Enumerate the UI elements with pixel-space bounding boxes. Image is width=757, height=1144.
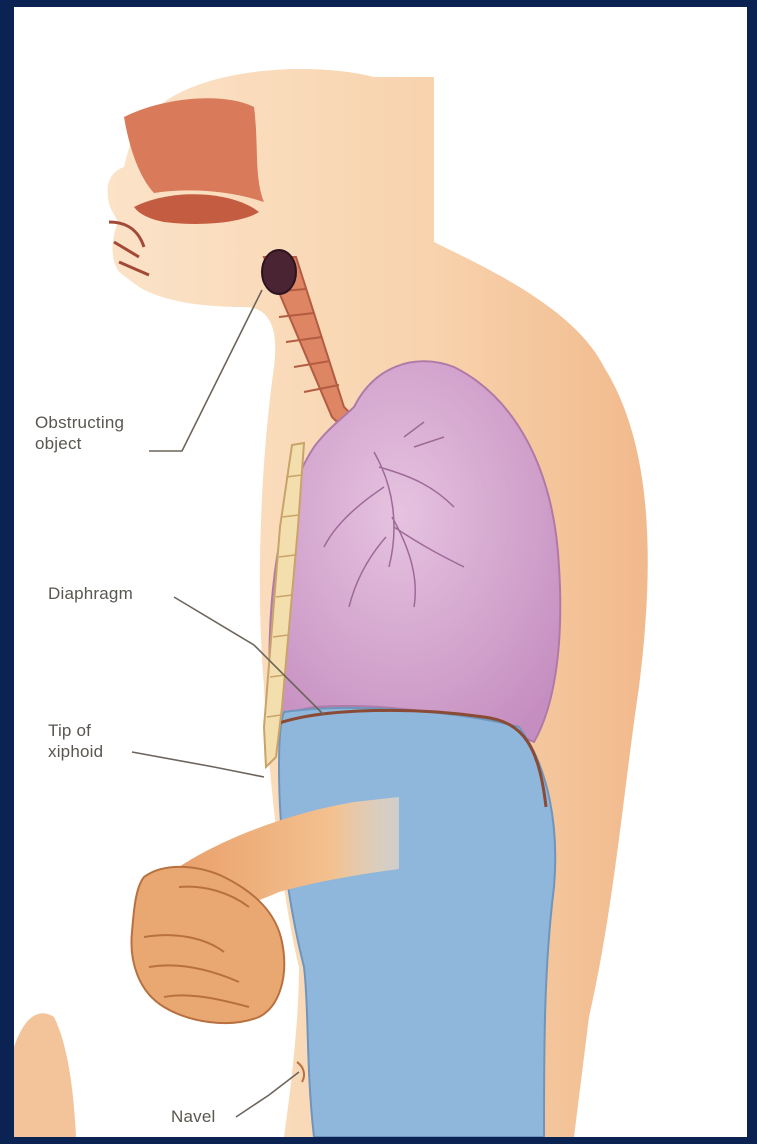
illustration-panel: Obstructing object Diaphragm Tip of xiph… (14, 7, 747, 1137)
label-diaphragm: Diaphragm (48, 583, 133, 604)
label-obstructing-object: Obstructing object (35, 412, 195, 454)
rescuer-body-edge (14, 1013, 76, 1137)
abdomen (279, 708, 555, 1137)
obstructing-object (262, 250, 296, 294)
label-tip-of-xiphoid: Tip of xiphoid (48, 720, 103, 762)
label-xiphoid-line2: xiphoid (48, 741, 103, 762)
label-obstructing-line2: object (35, 433, 195, 454)
label-obstructing-line1: Obstructing (35, 412, 195, 433)
anatomy-illustration (14, 7, 747, 1137)
label-navel: Navel (171, 1106, 215, 1127)
label-xiphoid-line1: Tip of (48, 720, 103, 741)
